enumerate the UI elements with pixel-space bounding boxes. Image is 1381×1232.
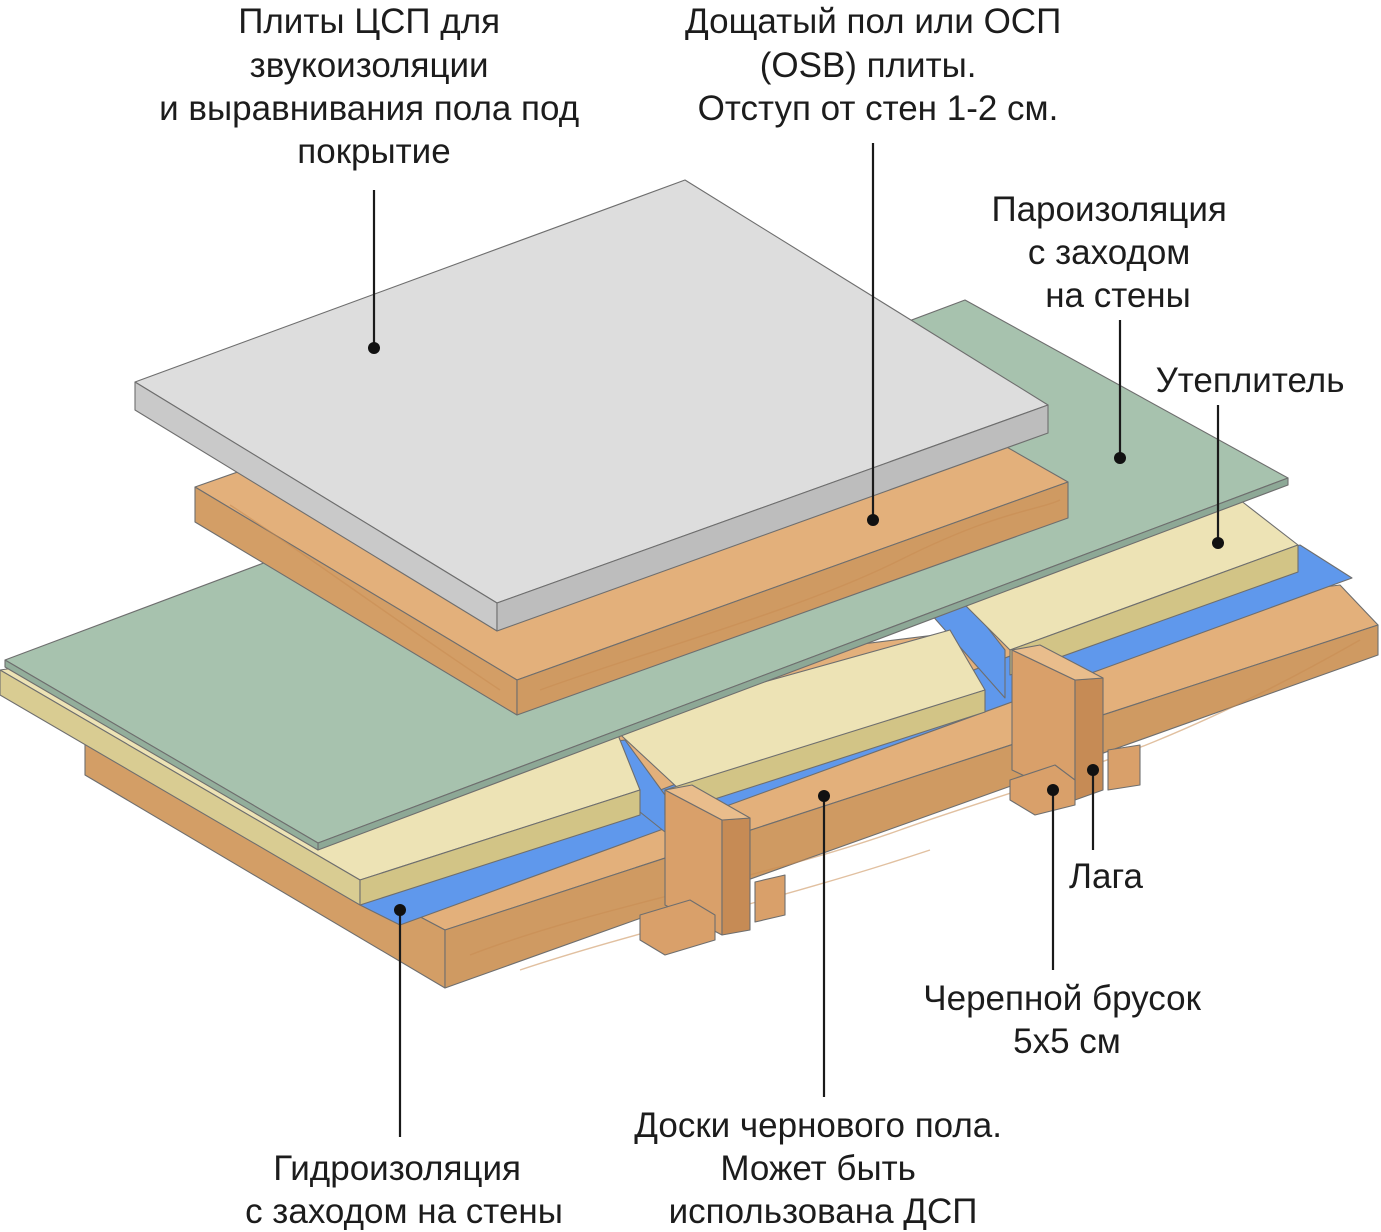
label-cranial-bar: Черепной брусок 5х5 см [923, 979, 1210, 1061]
joist-back [1009, 644, 1141, 816]
label-subfloor-boards: Доски чернового пола. Может быть использ… [634, 1106, 1011, 1231]
leader-plank [867, 143, 879, 526]
leader-joist [1087, 764, 1099, 850]
label-insulation: Утеплитель [1156, 361, 1345, 400]
label-waterproofing: Гидроизоляция с заходом на стены [245, 1149, 563, 1231]
leader-cranial-bar [1047, 784, 1059, 970]
leader-subfloor [818, 790, 830, 1097]
leader-waterproofing [394, 904, 406, 1137]
leader-insulation [1212, 405, 1224, 549]
joist-front [639, 784, 786, 956]
label-plank-floor: Дощатый пол или ОСП (OSB) плиты. Отступ … [685, 2, 1071, 128]
cement-board [134, 179, 1049, 632]
label-vapor-barrier: Пароизоляция с заходом на стены [991, 190, 1236, 315]
label-tsp-plates: Плиты ЦСП для звукоизоляции и выравниван… [159, 2, 589, 171]
leader-vapor [1114, 320, 1126, 464]
leader-tsp [368, 190, 380, 354]
label-joist: Лага [1069, 857, 1143, 896]
